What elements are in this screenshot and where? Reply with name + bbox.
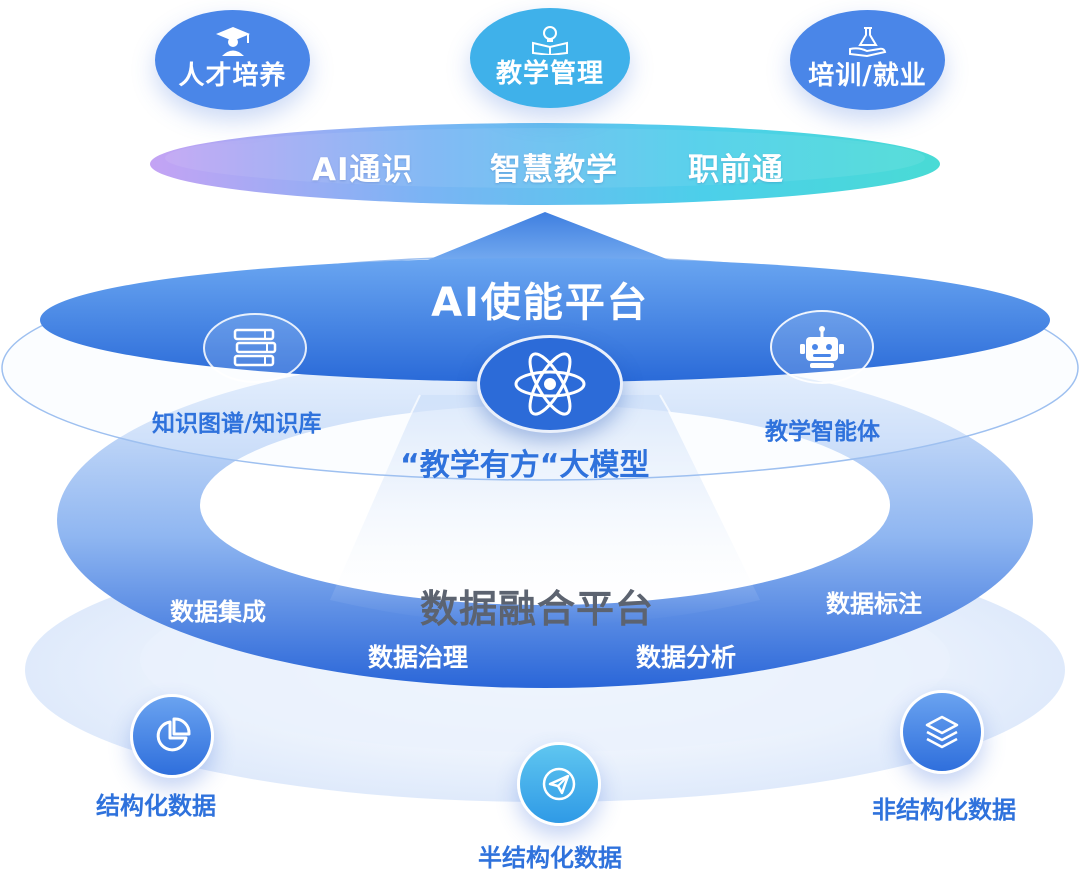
- data-function-analysis: 数据分析: [636, 643, 737, 672]
- pie-chart-icon: [156, 717, 191, 752]
- unstructured-data-label: 非结构化数据: [872, 796, 1016, 824]
- hand-flask-icon: [848, 27, 886, 57]
- data-platform-title: 数据融合平台: [420, 587, 655, 631]
- top-node-training-employment[interactable]: 培训/就业: [790, 10, 945, 110]
- teaching-agent-module[interactable]: [770, 310, 874, 384]
- robot-icon: [800, 326, 844, 368]
- top-node-label: 教学管理: [495, 59, 604, 89]
- top-node-label: 培训/就业: [808, 61, 927, 91]
- llm-label: “教学有方“大模型: [400, 448, 650, 483]
- knowledge-base-module[interactable]: [203, 313, 307, 383]
- knowledge-base-label: 知识图谱/知识库: [152, 411, 322, 437]
- atom-icon: [514, 352, 586, 416]
- data-function-annotation: 数据标注: [826, 590, 922, 618]
- books-icon: [233, 328, 277, 367]
- paper-plane-icon: [542, 767, 576, 801]
- teaching-agent-label: 教学智能体: [765, 419, 880, 445]
- top-node-teaching-mgmt[interactable]: 教学管理: [470, 8, 630, 108]
- band-item-smart-teaching[interactable]: 智慧教学: [490, 152, 618, 188]
- structured-data-node[interactable]: [130, 694, 214, 778]
- unstructured-data-node[interactable]: [900, 690, 984, 774]
- data-function-governance: 数据治理: [368, 643, 469, 672]
- band-item-pre-career[interactable]: 职前通: [688, 152, 784, 188]
- llm-module[interactable]: [477, 335, 623, 433]
- lightbulb-book-icon: [532, 26, 568, 55]
- band-item-ai-literacy[interactable]: AI通识: [312, 152, 414, 188]
- ai-platform-title: AI使能平台: [431, 280, 649, 326]
- data-function-integration: 数据集成: [170, 598, 266, 626]
- top-node-talent[interactable]: 人才培养: [155, 10, 310, 110]
- top-node-label: 人才培养: [178, 61, 287, 91]
- semi-structured-data-node[interactable]: [517, 742, 601, 826]
- graduate-icon: [215, 27, 250, 56]
- semi-structured-data-label: 半结构化数据: [478, 844, 622, 872]
- structured-data-label: 结构化数据: [96, 792, 216, 820]
- layers-icon: [925, 715, 959, 749]
